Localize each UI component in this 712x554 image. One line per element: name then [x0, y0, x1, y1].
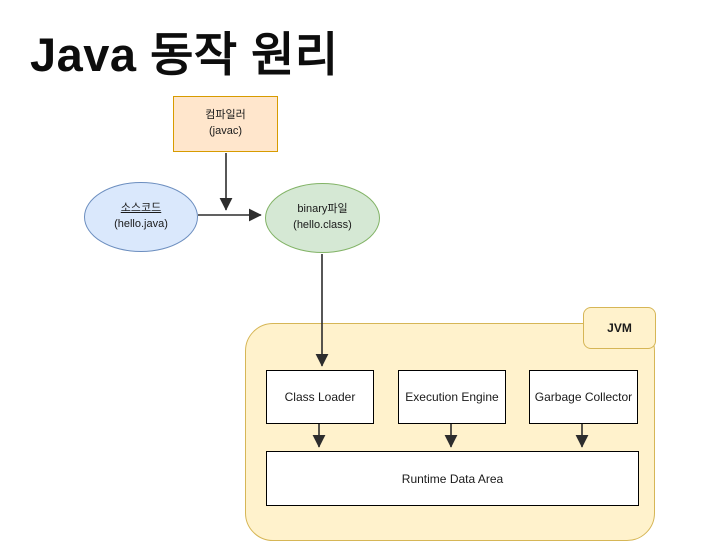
binary-file-node: binary파일 (hello.class): [265, 183, 380, 253]
source-code-label: 소스코드: [120, 202, 162, 215]
source-code-sublabel: (hello.java): [114, 218, 168, 230]
compiler-label: 컴파일러: [205, 109, 246, 122]
compiler-sublabel: (javac): [208, 125, 242, 137]
execution-engine-node: Execution Engine: [398, 370, 506, 424]
jvm-container: Class Loader Execution Engine Garbage Co…: [245, 323, 655, 541]
source-code-node: 소스코드 (hello.java): [84, 182, 198, 252]
class-loader-label: Class Loader: [284, 390, 356, 404]
binary-file-label: binary파일: [297, 203, 348, 216]
execution-engine-label: Execution Engine: [405, 390, 499, 404]
garbage-collector-node: Garbage Collector: [529, 370, 638, 424]
jvm-label: JVM: [607, 321, 632, 335]
jvm-tab: JVM: [583, 307, 656, 349]
class-loader-node: Class Loader: [266, 370, 374, 424]
page-title: Java 동작 원리: [30, 28, 339, 81]
runtime-data-area-label: Runtime Data Area: [401, 471, 504, 486]
compiler-node: 컴파일러 (javac): [173, 96, 278, 152]
binary-file-sublabel: (hello.class): [293, 219, 352, 231]
runtime-data-area-node: Runtime Data Area: [266, 451, 639, 506]
garbage-collector-label: Garbage Collector: [534, 390, 633, 404]
